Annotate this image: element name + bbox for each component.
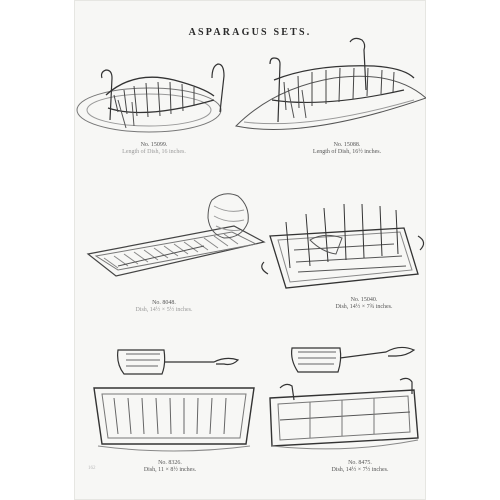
item-3-caption: No. 8048. Dish, 14½ × 5½ inches. (124, 300, 204, 314)
item-dimensions: Dish, 14½ × 7½ inches. (331, 467, 389, 473)
item-2-illustration (236, 38, 426, 129)
item-5-illustration (94, 350, 254, 451)
item-number: No. 8048. (152, 300, 176, 306)
catalog-illustrations (74, 0, 426, 500)
item-number: No. 15099. (140, 142, 168, 148)
item-6-illustration (270, 347, 418, 448)
item-6-caption: No. 8475. Dish, 14½ × 7½ inches. (318, 460, 402, 474)
item-number: No. 15040. (350, 297, 378, 303)
item-dimensions: Dish, 14½ × 7¾ inches. (335, 304, 393, 310)
item-5-caption: No. 8326. Dish, 11 × 8½ inches. (130, 460, 210, 474)
item-1-caption: No. 15099. Length of Dish, 16 inches. (119, 142, 189, 156)
item-dimensions: Dish, 11 × 8½ inches. (143, 467, 197, 473)
item-number: No. 15088. (333, 142, 361, 148)
item-dimensions: Length of Dish, 16 inches. (122, 149, 186, 155)
item-2-caption: No. 15088. Length of Dish, 16½ inches. (292, 142, 402, 156)
item-1-illustration (77, 64, 224, 132)
page-number: 162 (88, 466, 96, 471)
item-dimensions: Dish, 14½ × 5½ inches. (135, 307, 193, 313)
item-3-illustration (88, 194, 264, 276)
page-title: ASPARAGUS SETS. (188, 27, 312, 38)
item-4-illustration (262, 204, 424, 288)
item-4-caption: No. 15040. Dish, 14½ × 7¾ inches. (322, 297, 406, 311)
item-dimensions: Length of Dish, 16½ inches. (312, 149, 382, 155)
item-number: No. 8326. (158, 460, 182, 466)
catalog-page: ASPARAGUS SETS. (74, 0, 426, 500)
item-number: No. 8475. (348, 460, 372, 466)
